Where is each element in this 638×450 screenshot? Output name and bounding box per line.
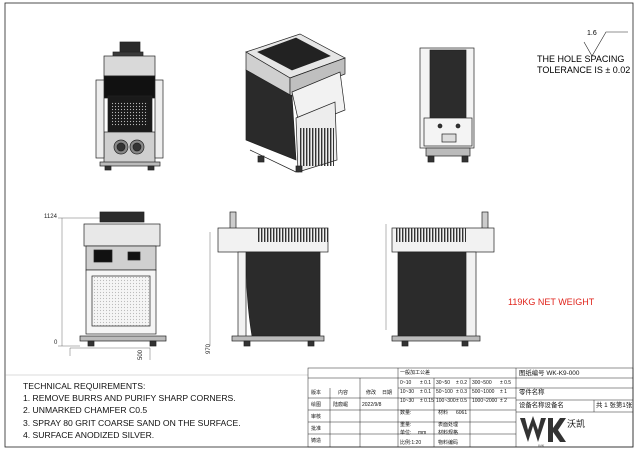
tol-cell: 500~1000 — [472, 389, 495, 395]
hole-spacing-note-line2: TOLERANCE IS ± 0.02 — [537, 65, 631, 75]
drawing-number: 图纸编号 WK-K9-000 — [519, 370, 580, 377]
tol-cell: ± 0.15 — [420, 398, 434, 404]
tol-cell: 30~50 — [436, 380, 451, 386]
tol-cell: ± 0.1 — [420, 389, 432, 395]
tech-title: TECHNICAL REQUIREMENTS: — [23, 381, 146, 391]
dimension-lines — [58, 217, 387, 360]
drafter-date: 2022/9/8 — [362, 402, 382, 408]
tech-item: 3. SPRAY 80 GRIT COARSE SAND ON THE SURF… — [23, 417, 241, 428]
tol-cell: 1000~2000 — [472, 398, 498, 404]
depth-dimension: 970 — [206, 343, 213, 355]
front-dim-view — [79, 211, 167, 347]
net-weight-note: 119KG NET WEIGHT — [508, 297, 595, 307]
surface-label: 表面处理 — [438, 422, 459, 428]
tol-cell: ± 0.5 — [500, 380, 512, 386]
width-dimension: 500 — [138, 349, 145, 361]
tol-cell: ± 0.5 — [456, 398, 468, 404]
sheet-count: 共 1 张第1张 — [596, 402, 633, 409]
date-label: 日期 — [382, 390, 393, 396]
role-label: 审核 — [311, 414, 322, 420]
tol-cell: 0~10 — [400, 380, 412, 386]
logo-text: 沃凯 — [567, 419, 586, 429]
rear-view — [419, 47, 475, 163]
role-label: 批准 — [311, 426, 322, 432]
tol-cell: ± 2 — [500, 398, 507, 404]
tech-item: 4. SURFACE ANODIZED SILVER. — [23, 429, 155, 440]
material-label: 材料 — [438, 410, 449, 416]
role-label: 绘图 — [311, 402, 322, 408]
drafter-name: 陆廏崛 — [333, 402, 349, 408]
right-side-view — [391, 211, 495, 347]
qty-label: 数量: — [400, 410, 412, 416]
part-name-value: 设备名称设备名 — [519, 402, 564, 409]
title-block-grid — [307, 367, 634, 448]
logo-letters: WK — [538, 443, 545, 448]
tol-cell: 300~500 — [472, 380, 492, 386]
roughness-value: 1.6 — [587, 30, 597, 37]
front-grille — [112, 102, 148, 126]
company-logo — [520, 416, 566, 442]
scale-label: 比例:1:20 — [400, 440, 422, 446]
modify-label: 修改 — [366, 390, 377, 396]
unit-value: mm — [418, 430, 427, 436]
technical-requirements: TECHNICAL REQUIREMENTS: 1. REMOVE BURRS … — [23, 380, 241, 441]
tol-cell: ± 0.1 — [420, 380, 432, 386]
material-spec-label: 材料规格 — [438, 430, 459, 436]
tech-item: 2. UNMARKED CHAMFER C0.5 — [23, 405, 148, 416]
weight-label: 重量: — [400, 422, 412, 428]
tol-cell: 10~30 — [400, 398, 415, 404]
tech-item: 1. REMOVE BURRS AND PURIFY SHARP CORNERS… — [23, 393, 236, 404]
hole-spacing-note-line1: THE HOLE SPACING — [537, 54, 625, 64]
rev-label: 版本 — [311, 390, 322, 396]
height-dimension: 1124 — [44, 214, 57, 220]
role-label: 铸造 — [311, 438, 322, 444]
unit-label: 单位: — [400, 430, 412, 436]
tol-cell: 10~30 — [400, 389, 415, 395]
tol-cell: 50~100 — [436, 389, 453, 395]
tol-cell: ± 1 — [500, 389, 507, 395]
material-value: 6061 — [456, 410, 468, 416]
tol-cell: 100~300 — [436, 398, 456, 404]
content-label: 内容 — [338, 390, 349, 396]
tolerance-header: 一般加工公差 — [400, 370, 431, 376]
ground-dimension: 0 — [54, 340, 58, 346]
roughness-symbol — [583, 31, 628, 57]
part-name-label: 零件名称 — [519, 389, 545, 396]
material-code-label: 物料编码 — [438, 440, 459, 446]
left-side-view — [217, 211, 329, 347]
tol-cell: ± 0.3 — [456, 389, 468, 395]
isometric-view — [245, 33, 346, 173]
tol-cell: ± 0.2 — [456, 380, 468, 386]
